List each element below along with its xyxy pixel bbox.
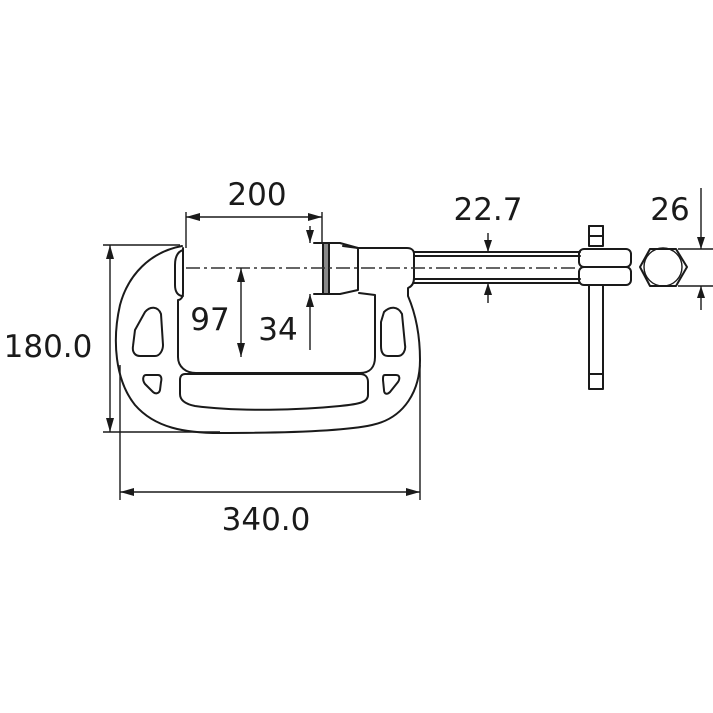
dim-hex-size — [678, 188, 713, 310]
screw-shaft — [413, 251, 581, 284]
dim-jaw-opening — [185, 212, 323, 248]
dim-label-97: 97 — [190, 302, 229, 338]
dim-pad-height — [306, 226, 314, 350]
dim-label-22-7: 22.7 — [453, 192, 522, 228]
clamp-frame — [114, 245, 421, 434]
dim-label-34: 34 — [258, 312, 297, 348]
dim-label-200: 200 — [227, 177, 286, 213]
dim-throat-depth — [237, 268, 245, 357]
dim-frame-width — [119, 365, 421, 500]
dim-label-340: 340.0 — [222, 502, 311, 538]
dim-overall-height — [103, 244, 220, 433]
dim-screw-diameter — [484, 233, 492, 303]
t-handle — [578, 225, 632, 390]
dim-label-26: 26 — [650, 192, 689, 228]
dim-label-180: 180.0 — [4, 329, 93, 365]
hex-end-view — [639, 247, 688, 287]
